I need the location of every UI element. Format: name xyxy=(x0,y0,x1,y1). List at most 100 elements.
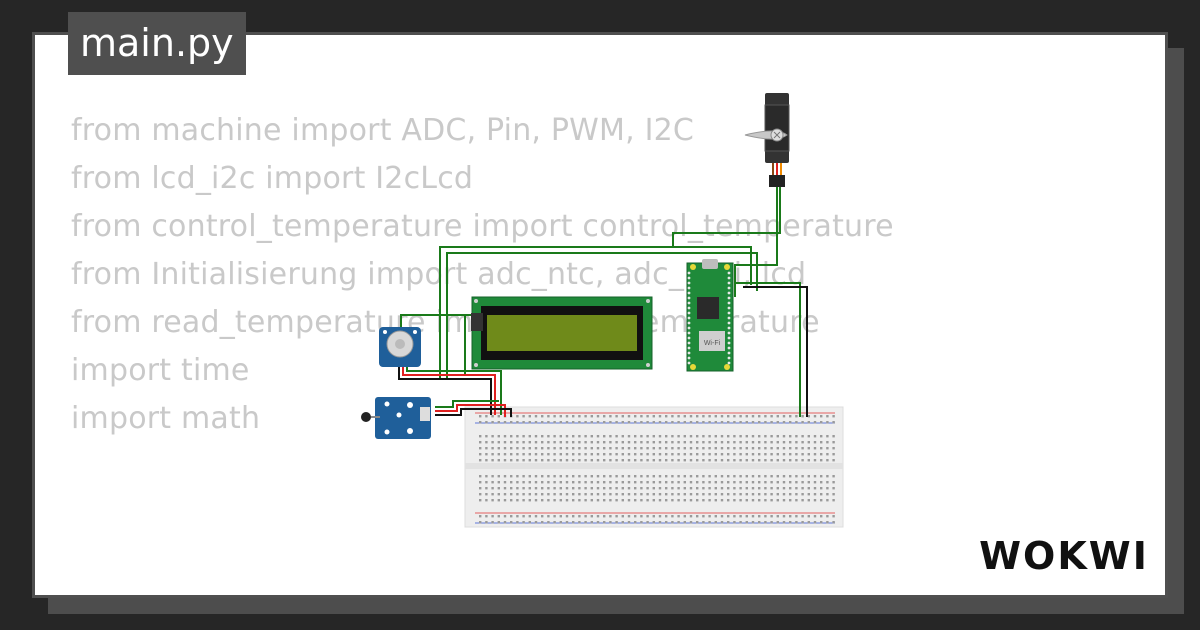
breadboard-hole xyxy=(820,415,823,418)
breadboard-hole xyxy=(553,515,556,518)
breadboard-hole xyxy=(813,515,817,518)
breadboard-hole xyxy=(720,415,724,418)
breadboard-hole xyxy=(565,475,569,478)
breadboard-hole xyxy=(559,499,562,502)
breadboard-hole xyxy=(677,459,680,462)
pico-pin xyxy=(727,346,731,350)
breadboard-hole xyxy=(559,493,562,496)
breadboard-hole xyxy=(590,487,593,490)
breadboard-hole xyxy=(776,447,779,450)
breadboard-hole xyxy=(534,415,538,418)
breadboard-hole xyxy=(689,447,693,450)
breadboard-hole xyxy=(733,447,736,450)
breadboard-hole xyxy=(714,415,717,418)
breadboard-hole xyxy=(658,459,662,462)
breadboard-hole xyxy=(677,475,680,478)
breadboard-hole xyxy=(578,487,581,490)
breadboard-hole xyxy=(826,447,829,450)
breadboard-hole xyxy=(739,435,742,438)
breadboard-hole xyxy=(541,487,544,490)
breadboard-hole xyxy=(615,481,618,484)
breadboard-hole xyxy=(559,421,562,424)
breadboard-hole xyxy=(485,441,488,444)
breadboard-hole xyxy=(739,459,742,462)
breadboard[interactable] xyxy=(464,406,844,528)
breadboard-hole xyxy=(609,475,612,478)
breadboard-hole xyxy=(776,515,779,518)
breadboard-hole xyxy=(547,493,550,496)
breadboard-hole xyxy=(491,521,494,524)
breadboard-hole xyxy=(807,447,810,450)
breadboard-hole xyxy=(516,453,519,456)
file-tab-main[interactable]: main.py xyxy=(68,12,246,75)
breadboard-hole xyxy=(578,435,581,438)
breadboard-hole xyxy=(683,447,686,450)
breadboard-hole xyxy=(485,447,488,450)
breadboard-hole xyxy=(708,493,711,496)
breadboard-hole xyxy=(813,421,817,424)
breadboard-hole xyxy=(491,499,494,502)
pico-pin xyxy=(727,291,731,295)
breadboard-hole xyxy=(634,415,637,418)
pico-pin xyxy=(727,296,731,300)
breadboard-hole xyxy=(714,493,717,496)
wifi-label: Wi-Fi xyxy=(704,340,721,347)
breadboard-hole xyxy=(671,421,674,424)
breadboard-hole xyxy=(522,475,525,478)
breadboard-hole xyxy=(503,521,507,524)
breadboard-hole xyxy=(714,499,717,502)
breadboard-hole xyxy=(510,435,513,438)
breadboard-hole xyxy=(572,435,575,438)
potentiometer-module[interactable] xyxy=(379,327,421,367)
breadboard-hole xyxy=(727,421,730,424)
breadboard-hole xyxy=(627,499,631,502)
breadboard-hole xyxy=(658,421,662,424)
breadboard-hole xyxy=(795,447,798,450)
breadboard-hole xyxy=(683,493,686,496)
project-preview-card[interactable]: from machine import ADC, Pin, PWM, I2C f… xyxy=(32,32,1168,598)
breadboard-hole xyxy=(534,475,538,478)
breadboard-hole xyxy=(696,515,699,518)
servo-motor[interactable] xyxy=(744,93,790,187)
breadboard-hole xyxy=(782,421,786,424)
breadboard-hole xyxy=(578,441,581,444)
breadboard-hole xyxy=(745,447,748,450)
breadboard-hole xyxy=(745,415,748,418)
pico-pin xyxy=(687,331,691,335)
lcd-display[interactable] xyxy=(471,296,653,370)
breadboard-hole xyxy=(739,515,742,518)
breadboard-hole xyxy=(503,499,507,502)
breadboard-hole xyxy=(516,415,519,418)
raspberry-pi-pico-w[interactable]: Wi-Fi xyxy=(686,259,734,372)
breadboard-hole xyxy=(652,515,655,518)
breadboard-hole xyxy=(497,453,500,456)
breadboard-hole xyxy=(751,487,755,490)
breadboard-hole xyxy=(522,435,525,438)
breadboard-hole xyxy=(510,453,513,456)
breadboard-hole xyxy=(696,459,699,462)
breadboard-hole xyxy=(590,421,593,424)
breadboard-hole xyxy=(671,499,674,502)
breadboard-hole xyxy=(528,415,531,418)
ntc-sensor-module[interactable] xyxy=(361,397,431,439)
breadboard-hole xyxy=(528,487,531,490)
breadboard-hole xyxy=(578,475,581,478)
breadboard-hole xyxy=(832,481,835,484)
breadboard-hole xyxy=(652,453,655,456)
breadboard-hole xyxy=(541,421,544,424)
breadboard-hole xyxy=(603,441,606,444)
breadboard-hole xyxy=(826,499,829,502)
breadboard-hole xyxy=(522,415,525,418)
breadboard-hole xyxy=(782,487,786,490)
breadboard-hole xyxy=(565,453,569,456)
breadboard-hole xyxy=(503,421,507,424)
breadboard-hole xyxy=(745,435,748,438)
breadboard-hole xyxy=(572,499,575,502)
breadboard-hole xyxy=(565,515,569,518)
breadboard-hole xyxy=(503,441,507,444)
breadboard-hole xyxy=(801,447,804,450)
breadboard-hole xyxy=(528,459,531,462)
breadboard-hole xyxy=(807,475,810,478)
breadboard-hole xyxy=(503,493,507,496)
breadboard-hole xyxy=(776,475,779,478)
